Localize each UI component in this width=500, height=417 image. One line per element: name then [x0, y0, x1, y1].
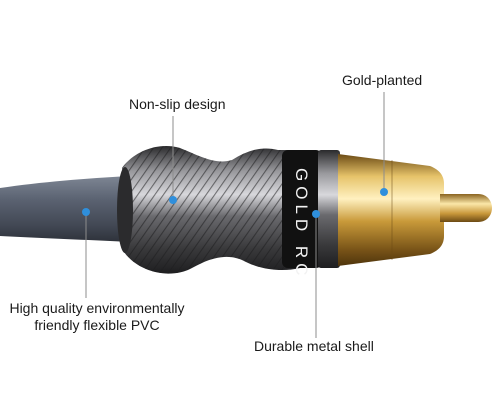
cable: [0, 176, 130, 242]
front-collar: [318, 150, 340, 268]
knurled-grip: [122, 146, 300, 274]
callout-pvc-line2: friendly flexible PVC: [34, 317, 160, 333]
gold-sleeve: [338, 154, 444, 266]
callout-gold-planted: Gold-planted: [342, 72, 423, 88]
callout-non-slip: Non-slip design: [129, 96, 226, 112]
callout-metal-shell: Durable metal shell: [254, 338, 374, 354]
callout-markers: [82, 188, 388, 218]
black-band: [282, 150, 322, 268]
marker-non-slip: [169, 196, 177, 204]
callout-pvc: High quality environmentally friendly fl…: [8, 300, 186, 334]
marker-shell: [312, 210, 320, 218]
band-lettering: GOLD RC: [292, 168, 311, 280]
gold-pin: [440, 194, 492, 222]
band-text: GOLD RC: [292, 168, 311, 280]
callout-lines: [85, 92, 385, 338]
rear-rim: [117, 167, 133, 253]
callout-pvc-line1: High quality environmentally: [9, 300, 185, 316]
marker-gold: [380, 188, 388, 196]
marker-pvc: [82, 208, 90, 216]
